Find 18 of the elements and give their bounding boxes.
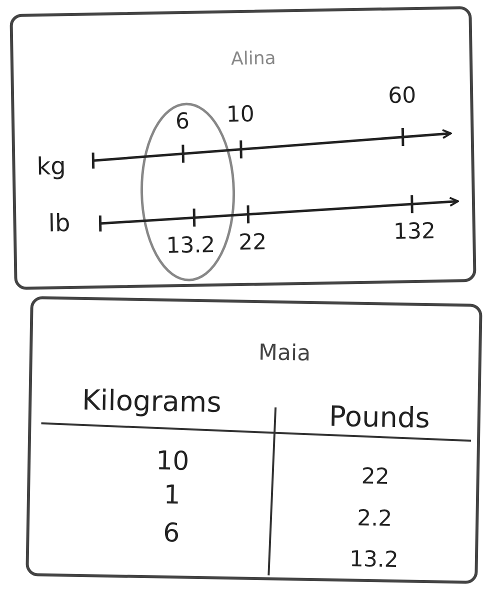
column-header: Kilograms <box>82 384 222 419</box>
table-value: 22 <box>361 464 390 490</box>
table-value: 13.2 <box>349 547 399 574</box>
table-value: 2.2 <box>356 506 392 532</box>
table-value: 10 <box>156 446 190 477</box>
card-title: Maia <box>258 340 311 366</box>
tick-label: 132 <box>393 219 436 245</box>
tick-label: 6 <box>175 109 190 135</box>
table-value: 6 <box>162 518 180 549</box>
unit-label: lb <box>48 209 70 238</box>
tick-label: 10 <box>226 102 255 128</box>
tick-label: 60 <box>388 83 416 109</box>
unit-label: kg <box>36 152 66 181</box>
column-header: Pounds <box>328 400 430 435</box>
card-title: Alina <box>230 48 276 70</box>
tick-label: 13.2 <box>166 233 216 259</box>
table-value: 1 <box>163 480 181 511</box>
tick-label: 22 <box>238 230 267 256</box>
